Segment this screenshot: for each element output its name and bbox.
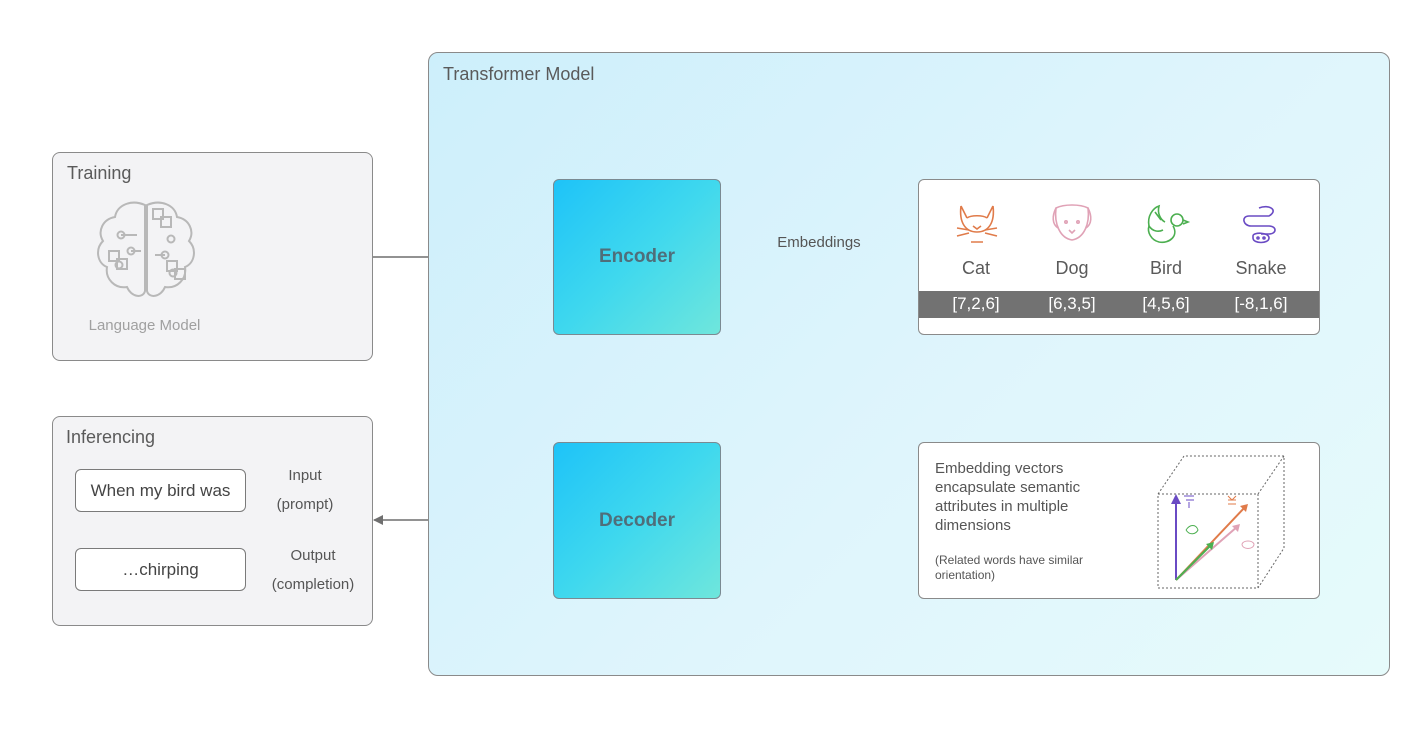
vector-space-card: Embedding vectors encapsulate semantic a… xyxy=(918,442,1320,599)
output-label: Output xyxy=(290,547,336,564)
vector-value-dog: [6,3,5] xyxy=(1048,294,1096,313)
bird-icon xyxy=(1147,204,1191,244)
vector-value-snake: [-8,1,6] xyxy=(1234,294,1288,313)
inferencing-title: Inferencing xyxy=(66,427,156,447)
prompt-textbox[interactable]: When my bird was xyxy=(75,469,246,512)
decoder-block[interactable]: Decoder xyxy=(553,442,721,599)
output-sublabel: (completion) xyxy=(271,576,355,593)
vector-description: Embedding vectors encapsulate semantic a… xyxy=(935,460,1081,534)
vector-value-bird: [4,5,6] xyxy=(1142,294,1190,313)
training-panel: Training Language Model xyxy=(52,152,373,361)
inferencing-panel: Inferencing When my bird was Input (prom… xyxy=(52,416,373,626)
vector-bar xyxy=(919,291,1319,318)
training-title: Training xyxy=(67,163,132,183)
language-model-label: Language Model xyxy=(88,317,201,334)
dog-icon xyxy=(1052,204,1092,241)
transformer-title: Transformer Model xyxy=(443,64,595,84)
word-label-dog: Dog xyxy=(1055,258,1089,278)
input-label: Input xyxy=(288,467,322,484)
embeddings-card: Cat Dog Bird Snake [7,2,6] [6,3,5] [4,5,… xyxy=(918,179,1320,335)
encoder-block[interactable]: Encoder xyxy=(553,179,721,335)
vector-value-cat: [7,2,6] xyxy=(952,294,1000,313)
word-label-bird: Bird xyxy=(1149,258,1182,278)
cat-icon xyxy=(956,205,998,243)
vector-note: (Related words have similar orientation) xyxy=(935,553,1084,582)
vector-space-cube-diagram xyxy=(1157,455,1285,589)
brain-icon xyxy=(97,201,195,297)
input-sublabel: (prompt) xyxy=(276,496,334,513)
completion-textbox[interactable]: …chirping xyxy=(75,548,246,591)
word-label-cat: Cat xyxy=(961,258,990,278)
embeddings-arrow-label: Embeddings xyxy=(777,234,861,251)
snake-icon xyxy=(1243,205,1276,244)
word-label-snake: Snake xyxy=(1235,258,1287,278)
